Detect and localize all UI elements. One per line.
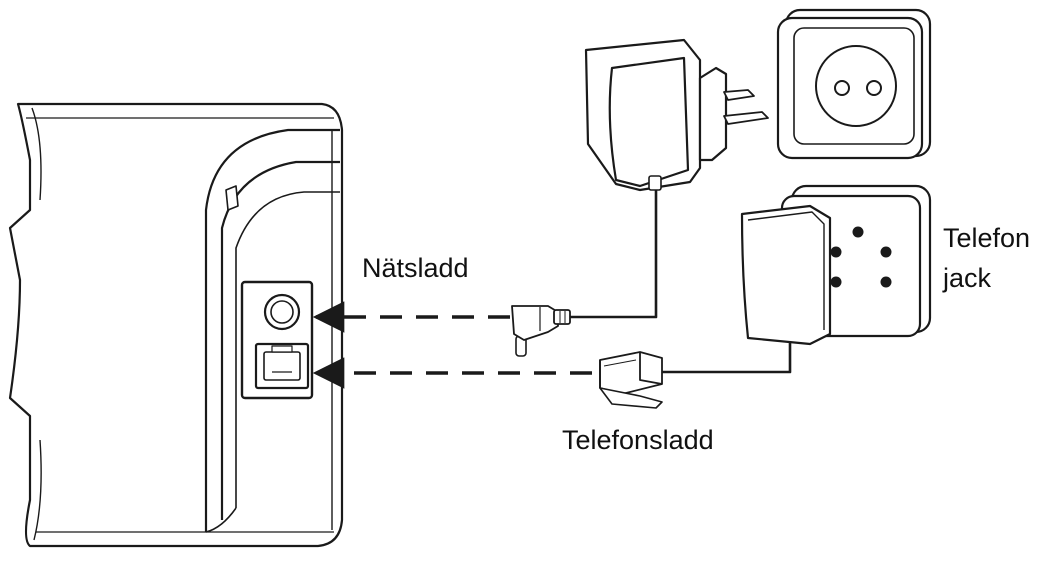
phone-cord (662, 340, 792, 374)
rj11-plug-icon (599, 351, 663, 409)
wall-socket-icon (776, 8, 932, 160)
power-adapter-icon (584, 38, 769, 192)
base-station-icon (8, 102, 344, 548)
power-cord-label: Nätsladd (362, 253, 469, 283)
phone-jack-label: Telefon jack (943, 218, 1030, 298)
power-cord (570, 188, 658, 319)
dc-plug-icon (511, 305, 571, 357)
phone-cord-label: Telefonsladd (562, 425, 714, 455)
phone-wall-jack-icon (740, 184, 932, 346)
phone-jack-label-line2: jack (943, 263, 992, 293)
phone-jack-label-line1: Telefon (943, 223, 1031, 253)
